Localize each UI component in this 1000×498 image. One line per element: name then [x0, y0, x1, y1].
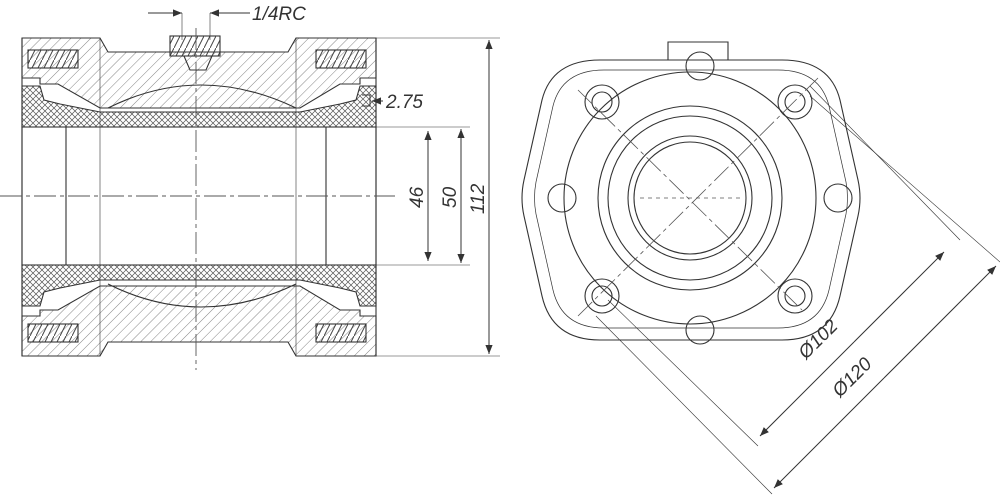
- coil-lower-right: [315, 323, 367, 343]
- lip-label: 2.75: [385, 92, 423, 113]
- section-centerlines: [0, 28, 395, 370]
- coil-lower-left: [27, 323, 79, 343]
- section-dimensions: [148, 9, 500, 357]
- coil-upper-right: [315, 49, 367, 69]
- coil-upper-left: [27, 49, 79, 69]
- overall-height-label: 112: [468, 183, 489, 214]
- flange-outline: [521, 59, 861, 341]
- end-dimensions: [595, 85, 1000, 495]
- outer-ring: [563, 71, 817, 325]
- inner-diameter-label: 46: [407, 186, 428, 208]
- threaded-port: [169, 35, 221, 57]
- bore-circle: [627, 135, 753, 261]
- bolt-circle-label: Ø102: [794, 316, 843, 365]
- end-view: [521, 41, 861, 345]
- bolt-holes: [547, 51, 853, 345]
- lower-housing: [21, 285, 377, 357]
- thread-label: 1/4RC: [252, 4, 306, 25]
- end-centerlines: [577, 77, 819, 317]
- upper-housing: [21, 37, 377, 109]
- bore-diameter-label: 50: [440, 186, 461, 208]
